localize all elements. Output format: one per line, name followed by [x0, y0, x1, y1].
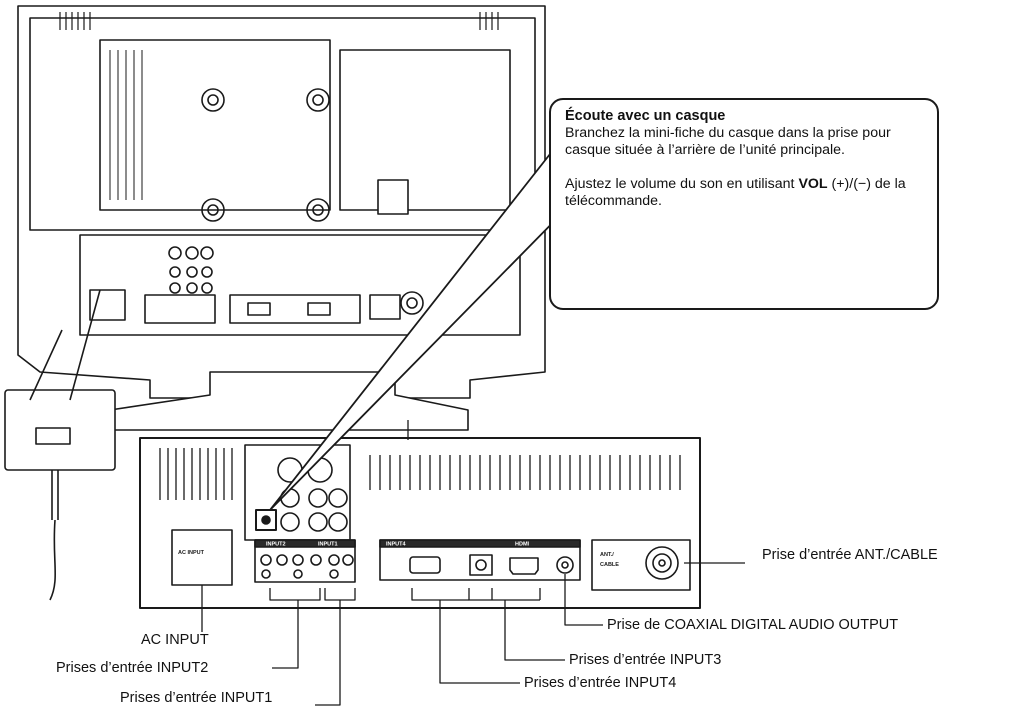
panel-hdmi-print: HDMI [515, 542, 530, 548]
ac-input-socket [172, 530, 232, 585]
label-input3: Prises d’entrée INPUT3 [569, 652, 721, 669]
callout-title: Écoute avec un casque [565, 108, 927, 125]
panel-ac-input-print: AC INPUT [178, 550, 205, 556]
antenna-jack [646, 547, 678, 579]
panel-input4-print: INPUT4 [386, 542, 407, 548]
callout-paragraph-2: Ajustez le volume du son en utilisant VO… [565, 176, 927, 210]
vga-port [410, 557, 440, 573]
label-coaxial-output: Prise de COAXIAL DIGITAL AUDIO OUTPUT [607, 617, 898, 634]
label-input2: Prises d’entrée INPUT2 [56, 660, 208, 677]
label-input1: Prises d’entrée INPUT1 [120, 690, 272, 707]
callout-paragraph-1: Branchez la mini-fiche du casque dans la… [565, 125, 927, 159]
tv-small-sticker [378, 180, 408, 214]
panel-input1-print: INPUT1 [318, 542, 338, 548]
label-input4: Prises d’entrée INPUT4 [524, 675, 676, 692]
audio-in-port [470, 555, 492, 575]
tv-body-outline [18, 6, 545, 398]
label-ant-cable: Prise d’entrée ANT./CABLE [762, 547, 938, 564]
callout-vol-bold: VOL [798, 176, 827, 192]
callout-p2-pre: Ajustez le volume du son en utilisant [565, 176, 798, 192]
panel-ant-print-2: CABLE [600, 562, 619, 568]
hdmi-port [510, 558, 538, 574]
panel-input2-print: INPUT2 [266, 542, 286, 548]
ac-input-inset [5, 390, 115, 470]
panel-ant-print-1: ANT./ [600, 552, 614, 558]
headphone-callout: Écoute avec un casque Branchez la mini-f… [549, 98, 939, 310]
coaxial-port [557, 557, 573, 573]
label-ac-input: AC INPUT [141, 632, 209, 649]
